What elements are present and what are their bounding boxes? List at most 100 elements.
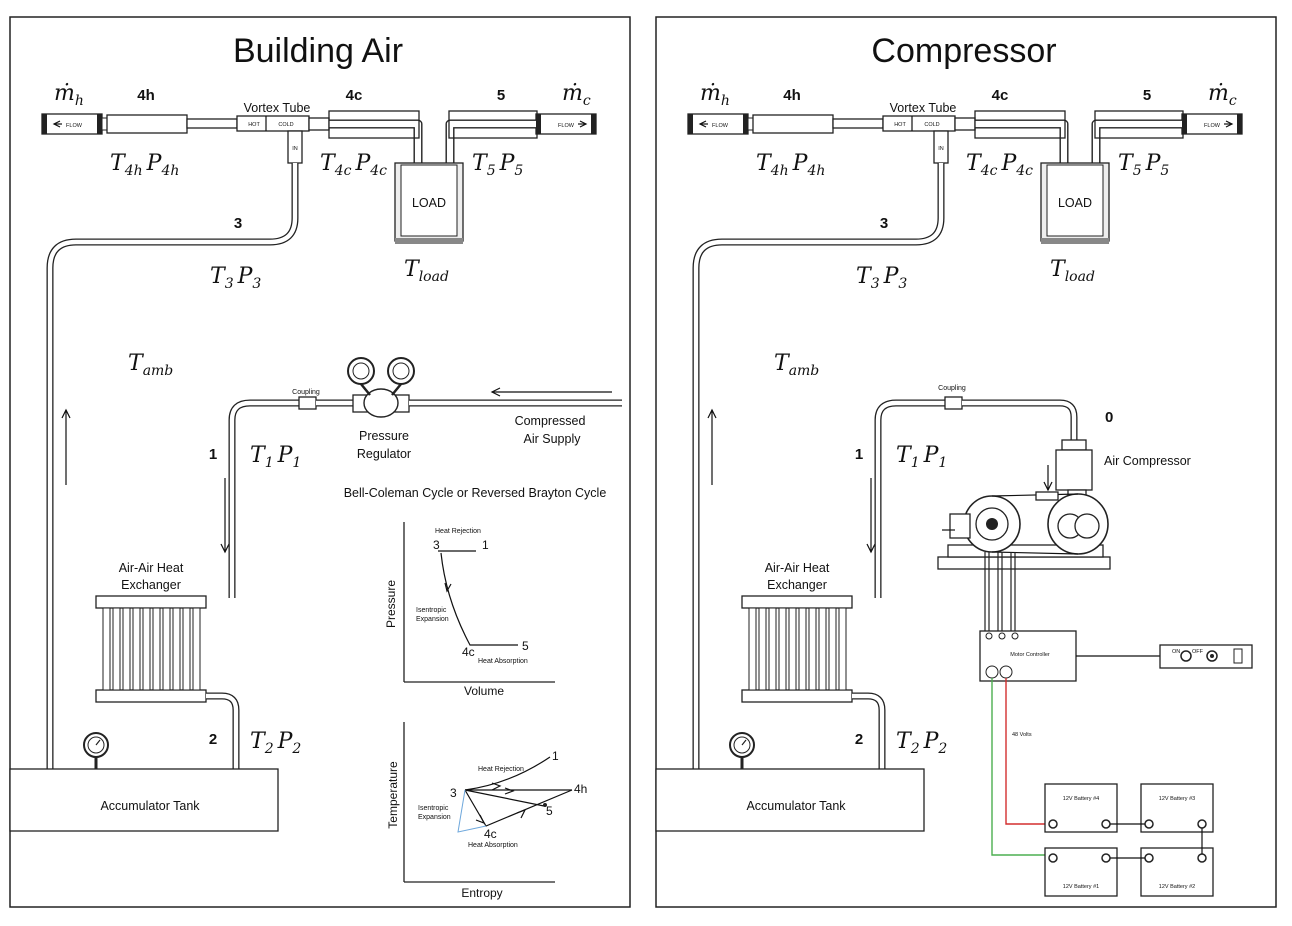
state-4h-right: 4h [783,87,801,104]
Tamb-left: Tamb [128,351,173,379]
ts-point-1: 1 [552,749,559,763]
pv-expansion: Expansion [416,616,449,623]
state-3-left: 3 [234,215,242,232]
state-2-left: 2 [209,731,217,748]
right-panel-border [655,16,1277,908]
flow-label-c-left: FLOW [558,123,575,129]
air-compressor [937,439,1111,570]
flow-label-c-right: FLOW [1204,123,1221,129]
positive-wire [1005,678,1053,825]
battery-2-label: 12V Battery #2 [1159,884,1195,890]
mdot-c-left: ṁc [562,81,591,109]
motor-wires [984,552,1016,632]
coupling-left [298,396,317,410]
Tamb-right: Tamb [774,351,819,379]
cold-label-right: COLD [924,122,939,128]
cold-label-left: COLD [278,122,293,128]
ts-chart: 1 3 4h 5 4c Heat Rejection Isentropic Ex… [386,722,587,900]
ts-heat-rejection: Heat Rejection [478,766,524,773]
mdot-c-right: ṁc [1208,81,1237,109]
hx-label-2-right: Exchanger [767,578,827,592]
hx-label-2-left: Exchanger [121,578,181,592]
compressor-label: Air Compressor [1104,454,1191,468]
flow-arrows [52,120,1234,128]
battery-4-label: 12V Battery #4 [1063,796,1099,802]
left-labels: ṁh 4h 4c 5 ṁc Vortex Tube HOT COLD IN FL… [54,81,591,813]
vortex-tube-right: Vortex Tube [890,101,957,115]
negative-wire [991,678,1053,856]
state-0-label: 0 [1105,409,1113,426]
state-4h-left: 4h [137,87,155,104]
pv-isentropic: Isentropic [416,607,447,614]
pressure-regulator [347,357,415,418]
hx-label-1-right: Air-Air Heat [765,561,830,575]
left-panel-border [9,16,631,908]
ts-point-3: 3 [450,786,457,800]
right-panel: Compressor [655,16,1277,908]
pv-heat-rejection: Heat Rejection [435,528,481,535]
pv-xlabel: Volume [464,684,504,698]
ts-expansion: Expansion [418,814,451,821]
state-1-right: 1 [855,446,863,463]
load-label-right: LOAD [1058,196,1092,210]
controller-label: Motor Controller [1010,652,1050,658]
control-panel: ON OFF [1159,644,1253,669]
ts-point-4c: 4c [484,827,497,841]
mdot-h-left: ṁh [54,81,84,109]
state-4c-left: 4c [346,87,363,104]
load-label-left: LOAD [412,196,446,210]
pv-point-1: 1 [482,538,489,552]
pv-ylabel: Pressure [384,580,398,628]
state-1-left: 1 [209,446,217,463]
supply-label-1: Compressed [515,414,586,428]
pv-chart: 3 1 4c 5 Heat Rejection Isentropic Expan… [384,522,555,698]
ts-heat-absorption: Heat Absorption [468,842,518,849]
regulator-label-2: Regulator [357,447,411,461]
cycle-label: Bell-Coleman Cycle or Reversed Brayton C… [344,486,607,500]
hx-label-1-left: Air-Air Heat [119,561,184,575]
supply-label-2: Air Supply [524,432,582,446]
left-panel: Building Air Pressure Regulator Compress… [9,16,631,908]
regulator-label-1: Pressure [359,429,409,443]
in-label-right: IN [938,146,944,152]
left-title: Building Air [233,32,403,70]
mdot-h-right: ṁh [700,81,730,109]
voltage-label: 48 Volts [1012,732,1032,738]
state-5-right: 5 [1143,87,1151,104]
flow-label-h-right: FLOW [712,123,729,129]
pv-point-5: 5 [522,639,529,653]
ts-xlabel: Entropy [461,886,502,900]
ts-point-5: 5 [546,804,553,818]
right-title: Compressor [871,32,1056,70]
state-3-right: 3 [880,215,888,232]
coupling-label-right: Coupling [938,385,966,392]
coupling-right [944,396,963,410]
pv-point-4c: 4c [462,645,475,659]
state-5-left: 5 [497,87,505,104]
battery-1-label: 12V Battery #1 [1063,884,1099,890]
battery-bank: 12V Battery #4 12V Battery #3 12V Batter… [1044,783,1214,897]
vortex-tube-left: Vortex Tube [244,101,311,115]
tank-label-right: Accumulator Tank [746,799,846,813]
hot-label-right: HOT [894,122,906,128]
Tload-right: Tload [1050,257,1095,285]
pv-point-3: 3 [433,538,440,552]
pv-heat-absorption: Heat Absorption [478,658,528,665]
coupling-label-left: Coupling [292,389,320,396]
hot-label-left: HOT [248,122,260,128]
state-2-right: 2 [855,731,863,748]
ts-ylabel: Temperature [386,761,400,829]
ts-point-4h: 4h [574,782,587,796]
battery-3-label: 12V Battery #3 [1159,796,1195,802]
right-labels: ṁh 4h 4c 5 ṁc Vortex Tube HOT COLD IN FL… [700,81,1237,813]
ts-isentropic: Isentropic [418,805,449,812]
